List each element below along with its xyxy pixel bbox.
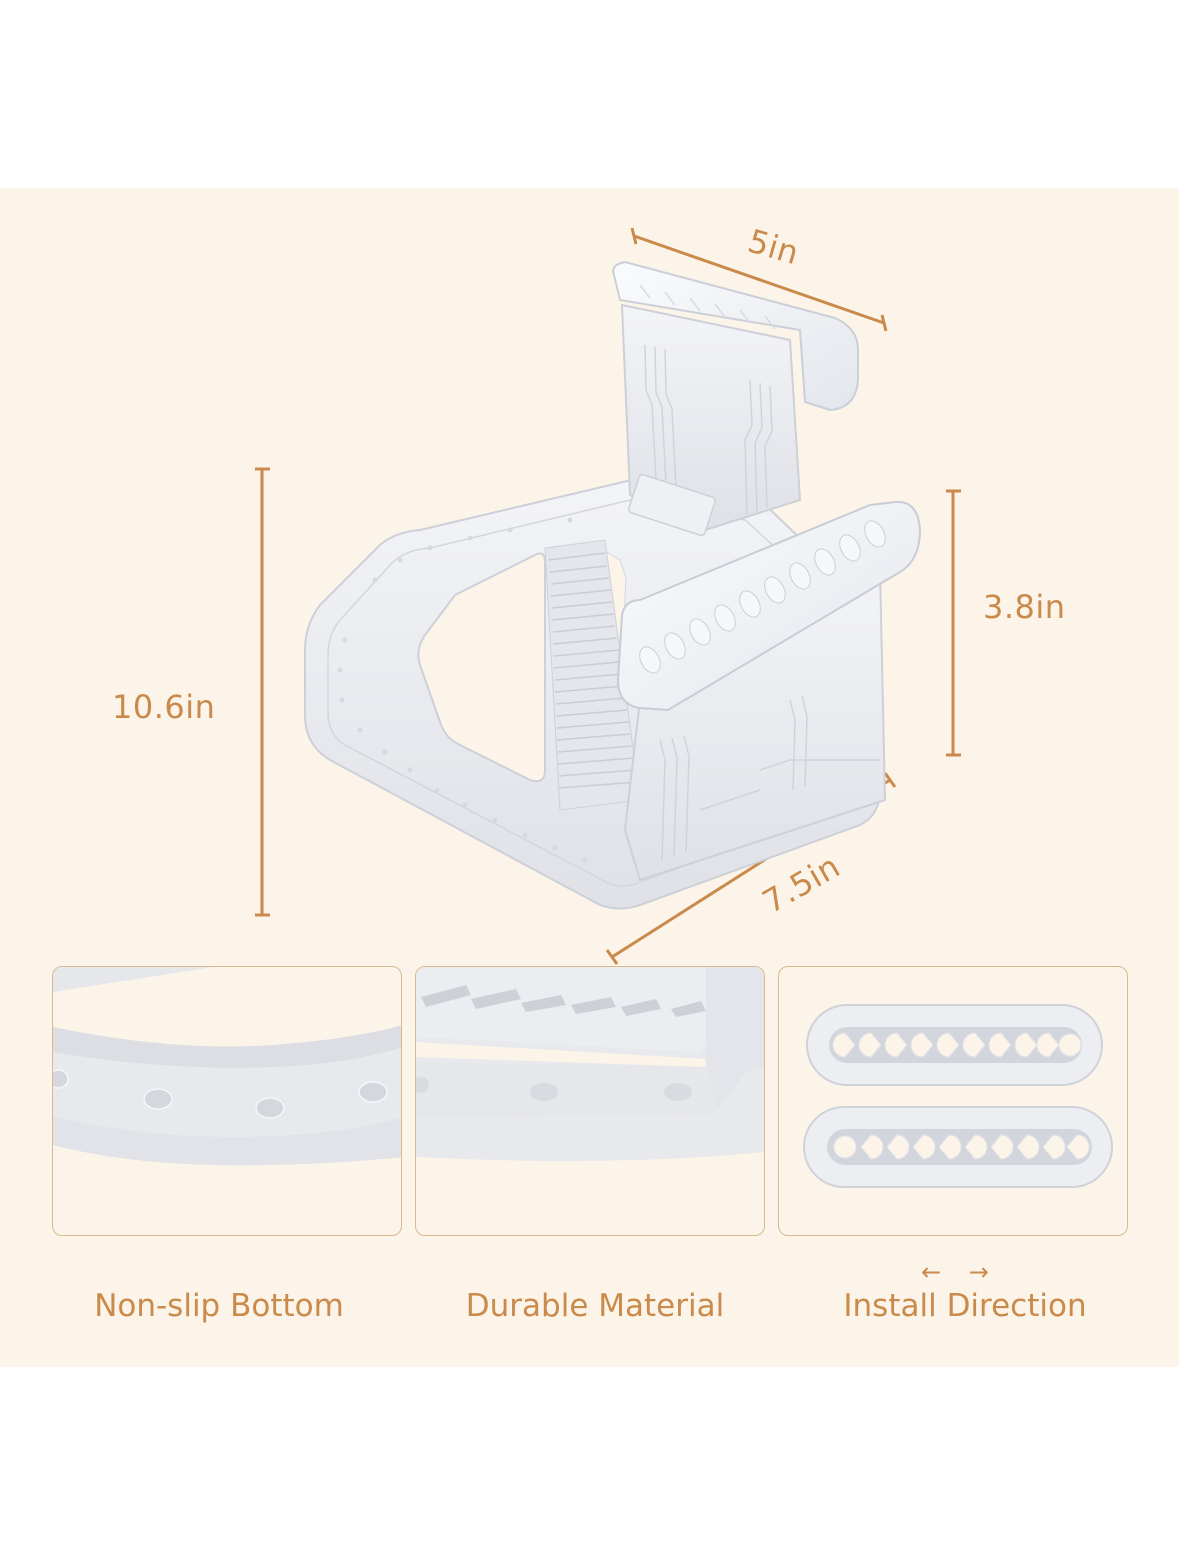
clip-pair-icon (803, 1004, 1113, 1188)
clip-left-facing (806, 1004, 1103, 1086)
feature-panel-non-slip (52, 966, 402, 1236)
clip-right-facing (803, 1106, 1113, 1188)
feature-panel-durable (415, 966, 765, 1236)
direction-arrows-icon: ← → (921, 1258, 999, 1286)
clip-height-dimension-label: 3.8in (983, 588, 1066, 626)
total-height-dimension-label: 10.6in (112, 688, 216, 726)
non-slip-bumps (337, 517, 588, 863)
feature-panel-install (778, 966, 1128, 1236)
feature-caption-non-slip: Non-slip Bottom (94, 1288, 344, 1324)
material-closeup-icon (416, 967, 764, 1161)
non-slip-closeup-icon (53, 967, 401, 1166)
clip-teeth (639, 520, 886, 674)
feature-caption-durable: Durable Material (465, 1288, 725, 1324)
feature-caption-install: Install Direction (843, 1288, 1087, 1324)
back-upright (612, 260, 859, 537)
ribbed-spine (544, 539, 641, 811)
front-clip-arm (616, 500, 922, 882)
